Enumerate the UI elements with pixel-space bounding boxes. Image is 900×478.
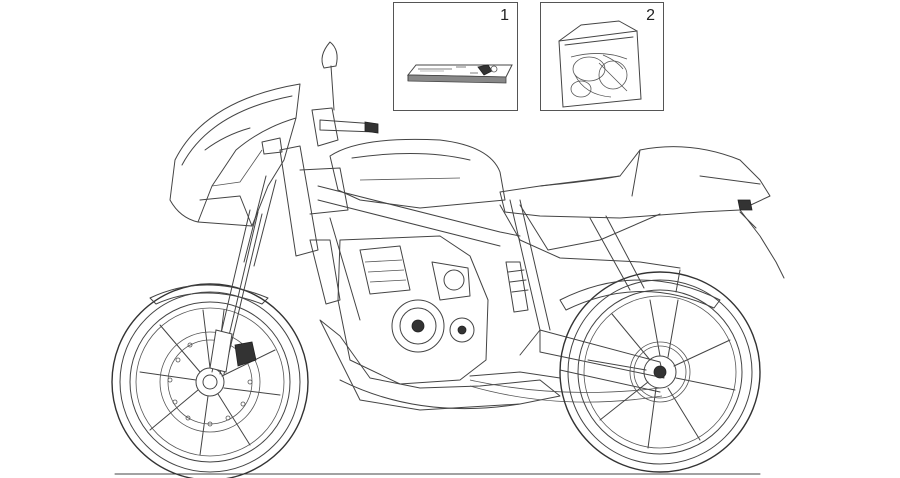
front-fairing — [169, 83, 301, 227]
seat-and-tail — [499, 146, 785, 279]
front-fork — [209, 175, 277, 375]
callout-number-1: 1 — [500, 7, 509, 24]
manual-documents-icon — [406, 64, 513, 84]
front-wheel — [111, 283, 309, 478]
lower-fairing — [319, 319, 561, 411]
fuel-tank — [329, 138, 506, 209]
decal-kit-bag-icon — [558, 20, 642, 108]
callout-box-2: 2 — [540, 2, 664, 111]
engine — [309, 235, 489, 385]
callout-number-2: 2 — [646, 7, 655, 24]
rear-shock — [505, 261, 529, 313]
rear-wheel — [559, 271, 761, 473]
frame — [317, 185, 681, 356]
callout-box-1: 1 — [393, 2, 518, 111]
